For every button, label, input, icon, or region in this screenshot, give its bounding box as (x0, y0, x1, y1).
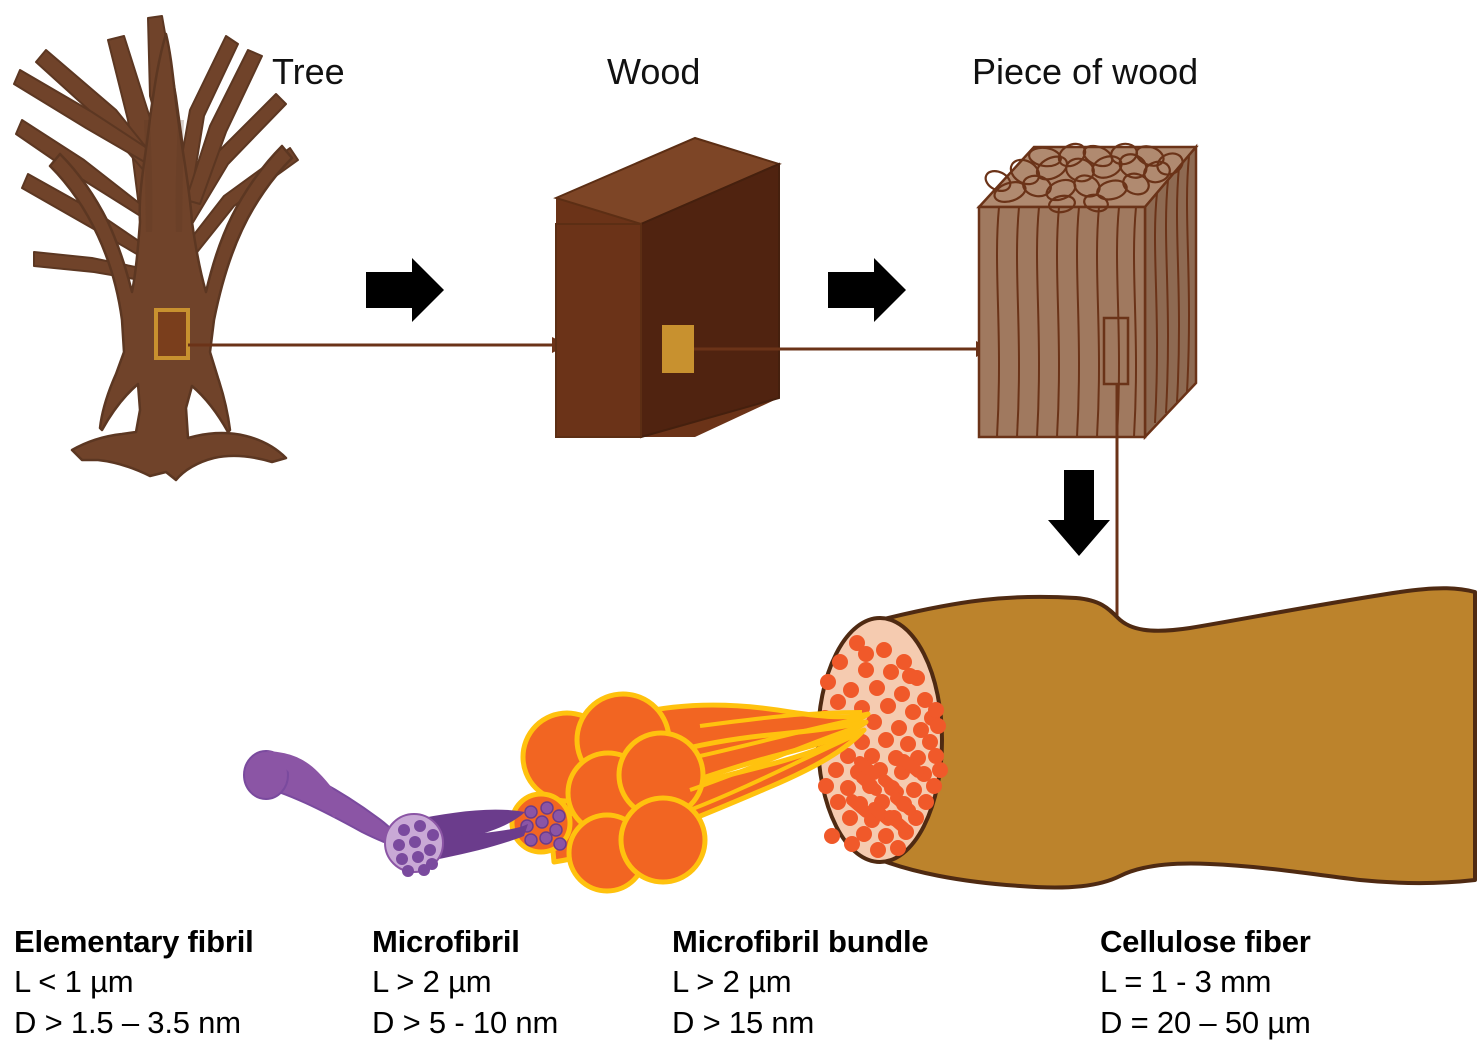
stage-label-piece-of-wood: Piece of wood (972, 51, 1199, 92)
caption-length: L > 2 µm (372, 964, 492, 999)
caption-microfibril: Microfibril L > 2 µm D > 5 - 10 nm (372, 922, 558, 1043)
caption-elementary-fibril: Elementary fibril L < 1 µm D > 1.5 – 3.5… (14, 922, 254, 1043)
fiber-dot-streaks (846, 754, 924, 834)
caption-title: Microfibril (372, 924, 520, 959)
fiber-body (874, 586, 1477, 890)
caption-diameter: D > 5 - 10 nm (372, 1005, 559, 1040)
stage-label-tree: Tree (272, 51, 345, 92)
elementary-fibril-dots (393, 820, 439, 877)
microfibril (509, 791, 573, 855)
wood-grain-side (1154, 155, 1190, 424)
caption-length: L < 1 µm (14, 964, 134, 999)
caption-title: Elementary fibril (14, 924, 254, 959)
tree-zoom-box (154, 308, 190, 360)
tree-illustration (13, 15, 299, 482)
bundle-convergence-lines (689, 710, 863, 812)
tree-trunk (48, 32, 294, 482)
caption-diameter: D = 20 – 50 µm (1100, 1005, 1311, 1040)
wood-grain-front (996, 206, 1137, 438)
elementary-fibril-shoulder (266, 751, 346, 818)
arrow-piece-to-fiber (1048, 470, 1110, 556)
arrow-tree-to-wood (366, 258, 444, 322)
leader-tree-to-wood (188, 337, 568, 353)
arrow-wood-to-piece (828, 258, 906, 322)
cellulose-fiber (816, 586, 1477, 890)
wood-cell-structure (984, 142, 1184, 214)
elementary-fibril (243, 750, 528, 877)
caption-diameter: D > 15 nm (672, 1005, 815, 1040)
microfibril-dots (520, 801, 567, 851)
caption-title: Microfibril bundle (672, 924, 929, 959)
wood-cube (553, 136, 782, 439)
piece-of-wood-block (976, 142, 1199, 441)
caption-length: L = 1 - 3 mm (1100, 964, 1272, 999)
microfibril-bundle (520, 691, 871, 894)
caption-microfibril-bundle: Microfibril bundle L > 2 µm D > 15 nm (672, 922, 929, 1043)
wood-cube-zoom-box (662, 325, 694, 373)
caption-cellulose-fiber: Cellulose fiber L = 1 - 3 mm D = 20 – 50… (1100, 922, 1311, 1043)
caption-diameter: D > 1.5 – 3.5 nm (14, 1005, 241, 1040)
bundle-circles (520, 691, 708, 894)
stage-label-wood: Wood (607, 51, 701, 92)
caption-length: L > 2 µm (672, 964, 792, 999)
caption-title: Cellulose fiber (1100, 924, 1311, 959)
